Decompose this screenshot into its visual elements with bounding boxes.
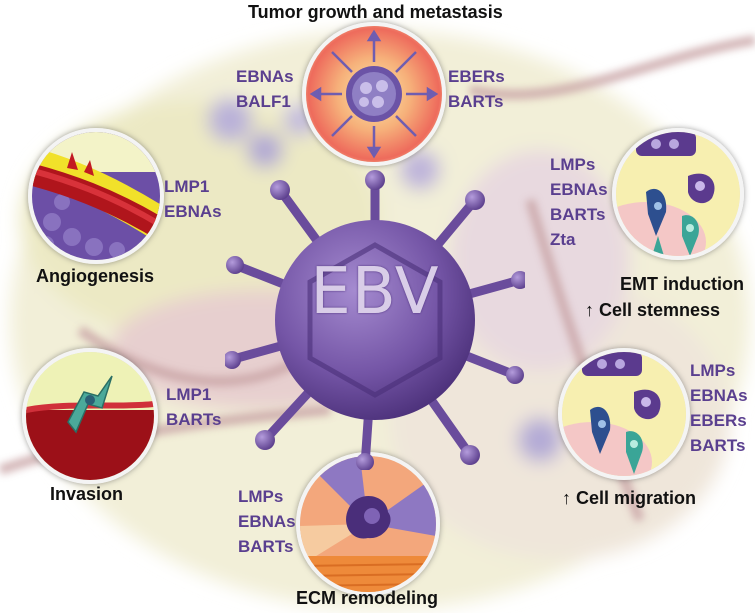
genes-angiogenesis: LMP1 EBNAs	[164, 174, 222, 224]
gene-label: EBNAs	[690, 386, 748, 405]
genes-migration: LMPs EBNAs EBERs BARTs	[690, 358, 748, 458]
gene-label: LMP1	[166, 385, 212, 404]
title-cell-migration: ↑ Cell migration	[562, 488, 697, 508]
ebv-label: EBV	[310, 255, 440, 329]
gene-label: LMPs	[238, 487, 284, 506]
tumor-growth-circle	[302, 22, 446, 166]
gene-label: EBNAs	[238, 512, 296, 531]
genes-invasion: LMP1 BARTs	[166, 382, 221, 432]
gene-label: EBERs	[690, 411, 747, 430]
gene-label: BARTs	[550, 205, 606, 224]
title-angiogenesis: Angiogenesis	[36, 266, 155, 286]
gene-label: BALF1	[236, 92, 291, 111]
genes-top-right: EBERs BARTs	[448, 64, 505, 114]
gene-label: EBNAs	[236, 67, 294, 86]
invasion-circle	[22, 348, 158, 484]
gene-label: EBNAs	[164, 202, 222, 221]
emt-induction-circle	[612, 128, 744, 260]
gene-label: LMPs	[690, 361, 736, 380]
cell-migration-circle	[558, 348, 690, 480]
gene-label: BARTs	[238, 537, 294, 556]
ebv-virus-particle	[225, 170, 525, 470]
gene-label: EBNAs	[550, 180, 608, 199]
genes-emt: LMPs EBNAs BARTs Zta	[550, 152, 608, 252]
title-invasion: Invasion	[50, 484, 124, 504]
gene-label: LMPs	[550, 155, 596, 174]
title-ecm-remodeling: ECM remodeling	[296, 588, 439, 608]
gene-label: BARTs	[448, 92, 504, 111]
gene-label: EBERs	[448, 67, 505, 86]
angiogenesis-circle	[28, 128, 164, 264]
gene-label: BARTs	[166, 410, 222, 429]
genes-top-left: EBNAs BALF1	[236, 64, 294, 114]
gene-label: BARTs	[690, 436, 746, 455]
title-cell-stemness: ↑ Cell stemness	[585, 300, 721, 320]
gene-label: LMP1	[164, 177, 210, 196]
gene-label: Zta	[550, 230, 576, 249]
ecm-remodeling-circle	[296, 452, 440, 596]
genes-ecm: LMPs EBNAs BARTs	[238, 484, 296, 559]
title-emt-induction: EMT induction	[620, 274, 744, 294]
title-tumor-growth: Tumor growth and metastasis	[248, 2, 503, 22]
